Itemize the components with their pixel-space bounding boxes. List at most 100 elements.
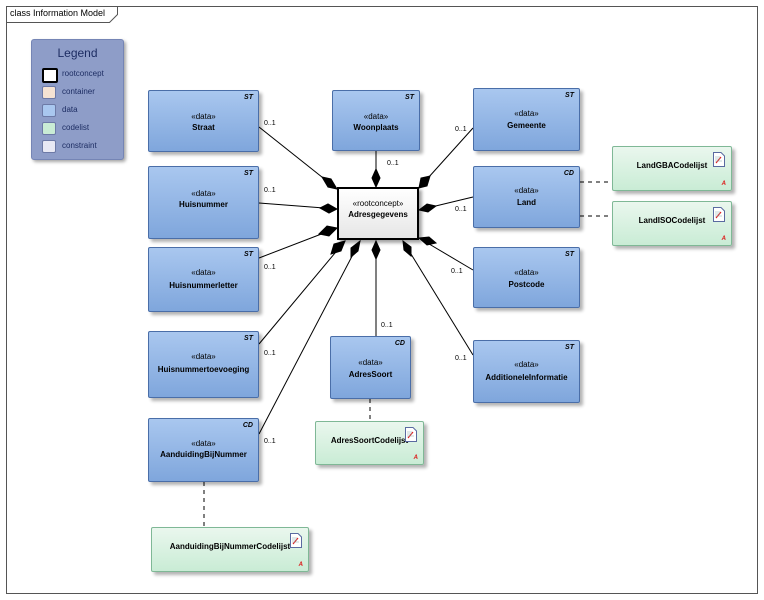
multiplicity-aanduidingbijnummer: 0..1 [264, 438, 276, 445]
legend-label: container [62, 87, 95, 96]
stereotype-label: «rootconcept» [352, 199, 404, 208]
type-tag: ST [244, 170, 253, 177]
class-additioneleinformatie[interactable]: ST «data» AdditioneleInformatie [473, 340, 580, 403]
class-postcode[interactable]: ST «data» Postcode [473, 247, 580, 308]
legend-label: constraint [62, 141, 97, 150]
diamond-aanduidingbijnummer [350, 239, 361, 259]
diagram-title: class Information Model [10, 8, 106, 18]
legend-swatch-constraint [42, 140, 56, 153]
codelist-name: LandISOCodelijst [638, 216, 706, 225]
diagram-frame [6, 6, 758, 594]
diamond-straat [320, 176, 339, 190]
type-tag: ST [244, 94, 253, 101]
stereotype-label: «data» [514, 186, 539, 195]
abstract-marker-icon: A [721, 236, 726, 242]
codelist-name: AdresSoortCodelijst [330, 436, 409, 445]
document-icon [405, 427, 417, 442]
codelist-adressoort[interactable]: AdresSoortCodelijst A [315, 421, 424, 465]
edge-aanduidingbijnummer [258, 240, 361, 435]
diamond-gemeente [418, 175, 431, 189]
class-name: Huisnummer [179, 200, 228, 209]
multiplicity-additionele: 0..1 [455, 355, 467, 362]
type-tag: ST [244, 335, 253, 342]
type-tag: CD [394, 340, 405, 347]
type-tag: CD [242, 422, 253, 429]
legend-swatch-container [42, 86, 56, 99]
legend-swatch-codelist [42, 122, 56, 135]
multiplicity-straat: 0..1 [264, 120, 276, 127]
multiplicity-huisnummer: 0..1 [264, 187, 276, 194]
class-name: Land [516, 198, 537, 207]
diamond-postcode [417, 236, 438, 246]
codelist-name: AanduidingBijNummerCodelijst [169, 542, 291, 551]
class-name: Gemeente [507, 121, 546, 130]
class-adresgegevens[interactable]: «rootconcept» Adresgegevens [337, 187, 419, 240]
document-icon [290, 533, 302, 548]
legend-label: data [62, 105, 78, 114]
type-tag: ST [565, 344, 574, 351]
class-name: Huisnummertoevoeging [157, 365, 250, 374]
type-tag: CD [563, 170, 574, 177]
stereotype-label: «data» [363, 112, 389, 121]
multiplicity-huisnummertoevoeging: 0..1 [264, 350, 276, 357]
type-tag: ST [565, 92, 574, 99]
diamond-huisnummer [318, 203, 339, 214]
class-gemeente[interactable]: ST «data» Gemeente [473, 88, 580, 151]
class-name: Woonplaats [353, 123, 399, 132]
stereotype-label: «data» [514, 109, 539, 118]
class-huisnummer[interactable]: ST «data» Huisnummer [148, 166, 259, 239]
class-aanduidingbijnummer[interactable]: CD «data» AanduidingBijNummer [148, 418, 259, 482]
codelist-aanduidingbijnummer[interactable]: AanduidingBijNummerCodelijst A [151, 527, 309, 572]
class-name: Straat [192, 123, 215, 132]
class-adressoort[interactable]: CD «data» AdresSoort [330, 336, 411, 399]
legend-label: rootconcept [62, 69, 104, 78]
stereotype-label: «data» [191, 189, 216, 198]
diamond-huisnummerletter [317, 225, 339, 237]
class-land[interactable]: CD «data» Land [473, 166, 580, 228]
legend-swatch-data [42, 104, 56, 117]
multiplicity-land: 0..1 [455, 206, 467, 213]
abstract-marker-icon: A [721, 181, 726, 187]
multiplicity-adressoort: 0..1 [381, 322, 393, 329]
codelist-landiso[interactable]: LandISOCodelijst A [612, 201, 732, 246]
stereotype-label: «data» [358, 358, 383, 367]
multiplicity-postcode: 0..1 [451, 268, 463, 275]
codelist-landgba[interactable]: LandGBACodelijst A [612, 146, 732, 191]
class-name: Adresgegevens [348, 210, 408, 219]
type-tag: ST [244, 251, 253, 258]
codelist-name: LandGBACodelijst [636, 161, 708, 170]
type-tag: ST [565, 251, 574, 258]
diamond-additionele [402, 239, 412, 258]
stereotype-label: «data» [514, 360, 539, 369]
edge-additionele [402, 240, 474, 356]
abstract-marker-icon: A [413, 455, 418, 461]
stereotype-label: «data» [191, 352, 216, 361]
document-icon [713, 207, 725, 222]
class-name: Huisnummerletter [169, 281, 238, 290]
stereotype-label: «data» [514, 268, 539, 277]
edge-huisnummertoevoeging [258, 240, 346, 345]
legend-label: codelist [62, 123, 90, 132]
stereotype-label: «data» [191, 439, 216, 448]
multiplicity-gemeente: 0..1 [455, 126, 467, 133]
class-name: AdditioneleInformatie [485, 373, 568, 382]
class-name: Postcode [508, 280, 545, 289]
abstract-marker-icon: A [298, 562, 303, 568]
diamond-adressoort [371, 239, 381, 261]
class-huisnummerletter[interactable]: ST «data» Huisnummerletter [148, 247, 259, 312]
diamond-huisnummertoevoeging [330, 240, 346, 255]
stereotype-label: «data» [191, 112, 216, 121]
class-woonplaats[interactable]: ST «data» Woonplaats [332, 90, 420, 151]
type-tag: ST [405, 94, 414, 101]
frame-tab-outline [6, 6, 118, 23]
class-huisnummertoevoeging[interactable]: ST «data» Huisnummertoevoeging [148, 331, 259, 398]
class-name: AdresSoort [348, 370, 393, 379]
diamond-land [417, 203, 438, 213]
multiplicity-woonplaats: 0..1 [387, 160, 399, 167]
document-icon [713, 152, 725, 167]
diamond-woonplaats [371, 167, 381, 189]
legend[interactable]: Legend rootconcept container data codeli… [31, 39, 124, 160]
class-straat[interactable]: ST «data» Straat [148, 90, 259, 152]
legend-title: Legend [57, 46, 98, 60]
